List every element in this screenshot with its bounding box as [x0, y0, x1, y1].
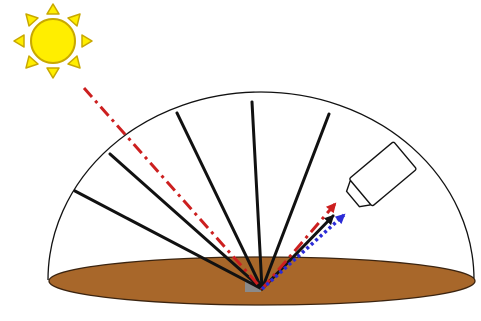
sun-disc [31, 19, 75, 63]
sun-icon [14, 4, 92, 78]
sensor-camera-icon [341, 142, 416, 213]
